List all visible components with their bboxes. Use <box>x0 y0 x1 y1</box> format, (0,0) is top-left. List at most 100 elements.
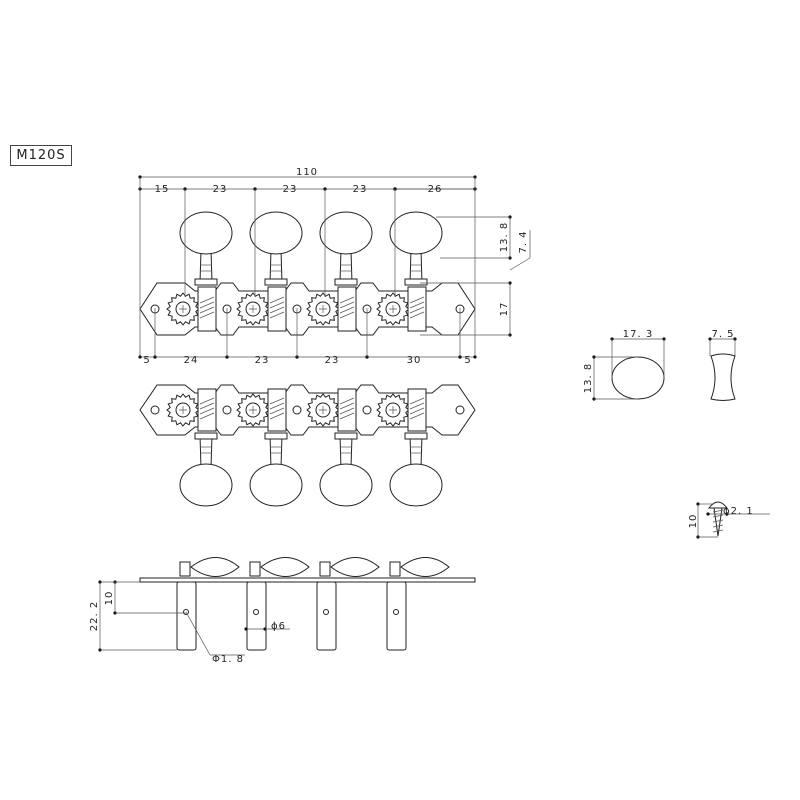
worm-thread <box>409 301 425 309</box>
worm-thread <box>339 412 355 420</box>
bushing <box>334 278 358 286</box>
knob-stem <box>269 249 283 284</box>
worm-thread <box>199 301 215 309</box>
knob-side <box>190 557 240 577</box>
screw-cross-icon <box>249 406 257 414</box>
worm-thread <box>199 311 215 319</box>
gear-side <box>319 561 331 577</box>
dim-plate-height: 17 <box>499 302 510 317</box>
worm-thread <box>269 301 285 309</box>
mounting-hole <box>292 405 302 415</box>
knob-button <box>319 463 373 507</box>
worm-gear <box>337 286 357 332</box>
worm-thread <box>269 402 285 410</box>
bushing <box>334 432 358 440</box>
knob-stem <box>199 249 213 284</box>
tuner-knob <box>319 211 373 284</box>
dim-knob-offset: 7. 4 <box>518 230 529 253</box>
dim-post-spacing-3: 23 <box>283 184 298 195</box>
knob-button <box>179 463 233 507</box>
knob-stem <box>339 249 353 284</box>
screw-cross-icon <box>319 406 327 414</box>
leader-line <box>509 257 531 271</box>
knob-stem <box>409 434 423 469</box>
worm-thread <box>199 296 215 304</box>
bushing <box>194 278 218 286</box>
knob-stem <box>269 434 283 469</box>
string-hole <box>393 609 399 615</box>
worm-gear <box>337 388 357 432</box>
worm-thread <box>409 407 425 415</box>
gear-side <box>179 561 191 577</box>
worm-thread <box>199 397 215 405</box>
knob-button <box>249 463 303 507</box>
screw-cross-icon <box>179 305 187 313</box>
worm-gear <box>267 286 287 332</box>
worm-thread <box>199 407 215 415</box>
dim-knob-detail-height: 13. 8 <box>583 363 594 393</box>
tuner-plate <box>139 278 476 336</box>
dim-post-diameter: ϕ6 <box>271 621 286 632</box>
screw-thread <box>712 509 724 513</box>
dim-post-spacing-2: 23 <box>213 184 228 195</box>
dim-hole-spacing-6: 5 <box>464 355 471 366</box>
worm-thread <box>269 407 285 415</box>
worm-gear <box>197 388 217 432</box>
dim-post-spacing-4: 23 <box>353 184 368 195</box>
worm-thread <box>339 407 355 415</box>
gear-side <box>249 561 261 577</box>
worm-thread <box>269 311 285 319</box>
dim-screw-diameter: ϕ2. 1 <box>723 506 754 517</box>
mounting-hole <box>150 405 160 415</box>
worm-thread <box>409 311 425 319</box>
screw-icon <box>707 501 729 537</box>
worm-thread <box>339 397 355 405</box>
string-post <box>176 581 197 651</box>
worm-gear <box>197 286 217 332</box>
gear-side <box>389 561 401 577</box>
dim-hole-spacing-4: 23 <box>325 355 340 366</box>
string-hole <box>253 609 259 615</box>
parts-layer <box>98 175 770 656</box>
string-post <box>386 581 407 651</box>
dim-hole-diameter: Φ1. 8 <box>212 654 244 665</box>
mounting-hole <box>362 405 372 415</box>
knob-button <box>319 211 373 255</box>
knob-button <box>179 211 233 255</box>
side-post <box>246 557 310 651</box>
dimension-dot <box>473 355 477 359</box>
knob-stem <box>409 249 423 284</box>
dimension-dot <box>244 627 248 631</box>
bushing <box>264 432 288 440</box>
screw-thread <box>712 519 724 523</box>
screw-cross-icon <box>389 406 397 414</box>
plate-side <box>139 577 476 583</box>
worm-thread <box>339 306 355 314</box>
worm-gear <box>407 286 427 332</box>
screw-cross-icon <box>319 305 327 313</box>
string-hole <box>323 609 329 615</box>
tuner-knob <box>179 211 233 284</box>
worm-thread <box>409 402 425 410</box>
dim-post-spacing-5: 26 <box>428 184 443 195</box>
dim-post-spacing-1: 15 <box>155 184 170 195</box>
knob-side <box>260 557 310 577</box>
string-post <box>246 581 267 651</box>
worm-thread <box>269 306 285 314</box>
dim-hole-depth: 10 <box>104 591 115 606</box>
knob-side-detail <box>710 353 736 401</box>
worm-thread <box>339 296 355 304</box>
dim-knob-thickness: 7. 5 <box>711 329 734 340</box>
side-post <box>176 557 240 651</box>
dimension-dot <box>706 512 710 516</box>
tuner-plate <box>139 384 476 440</box>
knob-button <box>389 463 443 507</box>
dim-hole-spacing-1: 5 <box>143 355 150 366</box>
worm-gear <box>407 388 427 432</box>
dim-post-length: 22. 2 <box>89 601 100 631</box>
worm-thread <box>339 402 355 410</box>
tuner-knob <box>389 211 443 284</box>
worm-gear <box>267 388 287 432</box>
